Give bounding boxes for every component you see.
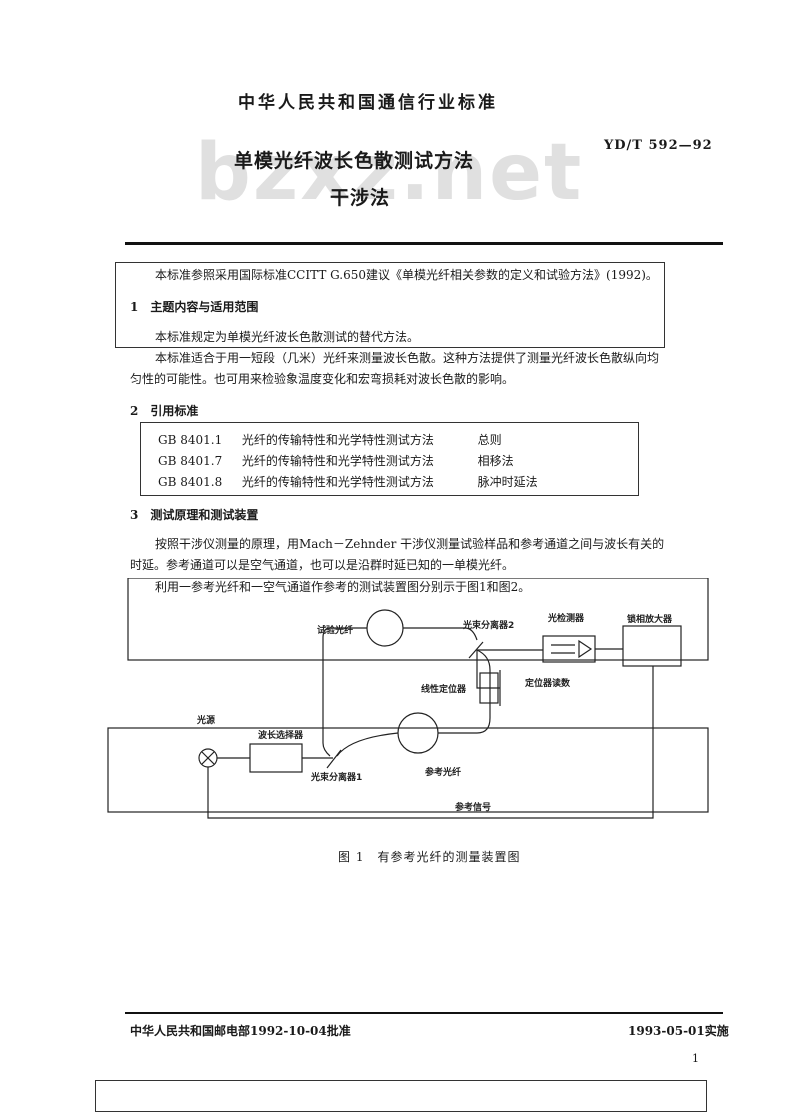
- reference-row: GB 8401.7 光纤的传输特性和光学特性测试方法 相移法: [158, 452, 514, 469]
- label-test-fiber: 试验光纤: [317, 624, 353, 636]
- reference-part: 总则: [477, 433, 502, 447]
- label-position-reading: 定位器读数: [524, 677, 571, 689]
- reference-code: GB 8401.8: [158, 475, 223, 489]
- linear-positioner-box: [479, 672, 499, 704]
- lock-in-amplifier-box: [622, 625, 682, 667]
- wavelength-selector-box: [249, 743, 303, 773]
- reference-row: GB 8401.1 光纤的传输特性和光学特性测试方法 总则: [158, 431, 502, 448]
- reference-fiber-path-up: [438, 649, 491, 734]
- reference-code: GB 8401.1: [158, 433, 223, 447]
- lower-frame: [107, 727, 709, 813]
- test-fiber-coil: [366, 609, 404, 647]
- label-splitter-2: 光束分离器2: [462, 619, 514, 631]
- reference-code: GB 8401.7: [158, 454, 223, 468]
- reference-fiber-path: [336, 732, 399, 757]
- next-page-frame: [95, 1080, 707, 1112]
- watermark: bzxz.net: [195, 128, 584, 218]
- label-linear-positioner: 线性定位器: [421, 683, 467, 695]
- page-number: 1: [692, 1052, 699, 1065]
- reference-title: 光纤的传输特性和光学特性测试方法: [241, 433, 434, 447]
- detector-diode: [578, 639, 593, 659]
- reference-part: 脉冲时延法: [477, 475, 538, 489]
- reference-title: 光纤的传输特性和光学特性测试方法: [241, 475, 434, 489]
- reference-row: GB 8401.8 光纤的传输特性和光学特性测试方法 脉冲时延法: [158, 473, 538, 490]
- section-3-paragraph-1-line-2: 时延。参考通道可以是空气通道，也可以是沿群时延已知的一单模光纤。: [130, 558, 515, 572]
- label-light-source: 光源: [196, 714, 215, 726]
- header-rule: [125, 242, 723, 245]
- beam-splitter-1: [326, 749, 342, 769]
- beam-splitter-2: [468, 641, 484, 659]
- section-2-heading: 2 引用标准: [130, 404, 199, 418]
- beam-path-to-positioner: [476, 650, 500, 689]
- label-reference-fiber: 参考光纤: [425, 766, 461, 778]
- footer-rule: [125, 1012, 723, 1014]
- section-1-paragraph-2-line-1: 本标准适合于用一短段（几米）光纤来测量波长色散。这种方法提供了测量光纤波长色散纵…: [155, 351, 660, 365]
- label-lock-in-amplifier: 锁相放大器: [627, 613, 673, 625]
- light-source-cross: [201, 751, 215, 765]
- label-detector: 光检测器: [547, 612, 585, 624]
- label-wavelength-selector: 波长选择器: [258, 729, 304, 741]
- section-1-paragraph-1: 本标准规定为单模光纤波长色散测试的替代方法。: [155, 330, 420, 344]
- document-subtitle: 干涉法: [330, 187, 391, 209]
- upper-frame: [127, 578, 709, 661]
- label-splitter-1: 光束分离器1: [310, 771, 362, 783]
- test-fiber-path: [322, 627, 367, 757]
- reference-fiber-coil: [397, 712, 439, 754]
- test-fiber-path-to-splitter: [403, 627, 478, 641]
- section-3-paragraph-1-line-1: 按照干涉仪测量的原理，用Mach－Zehnder 干涉仪测量试验样品和参考通道之…: [155, 537, 665, 551]
- standard-number: YD/T 592—92: [604, 138, 713, 153]
- reference-signal-line: [207, 666, 654, 819]
- label-reference-signal: 参考信号: [455, 801, 491, 813]
- detector-box: [542, 635, 596, 663]
- section-1-heading: 1 主题内容与适用范围: [130, 300, 259, 314]
- figure-caption: 图 1 有参考光纤的测量装置图: [338, 850, 521, 864]
- intro-frame: [115, 262, 665, 348]
- implementation-date: 1993-05-01实施: [628, 1024, 729, 1038]
- approval-line: 中华人民共和国邮电部1992-10-04批准: [130, 1024, 351, 1038]
- measurement-setup-diagram: 试验光纤 光束分离器2 光检测器 锁相放大器 线性定位器 定位器读数 光源 波长…: [107, 578, 709, 819]
- intro-paragraph: 本标准参照采用国际标准CCITT G.650建议《单模光纤相关参数的定义和试验方…: [155, 268, 658, 282]
- reference-title: 光纤的传输特性和光学特性测试方法: [241, 454, 434, 468]
- section-3-heading: 3 测试原理和测试装置: [130, 508, 259, 522]
- reference-part: 相移法: [477, 454, 514, 468]
- issuing-organization: 中华人民共和国通信行业标准: [238, 93, 498, 113]
- document-title: 单模光纤波长色散测试方法: [234, 150, 475, 172]
- references-frame: [140, 422, 639, 496]
- section-3-paragraph-2: 利用一参考光纤和一空气通道作参考的测试装置图分别示于图1和图2。: [155, 580, 531, 594]
- section-1-paragraph-2-line-2: 匀性的可能性。也可用来检验象温度变化和宏弯损耗对波长色散的影响。: [130, 372, 515, 386]
